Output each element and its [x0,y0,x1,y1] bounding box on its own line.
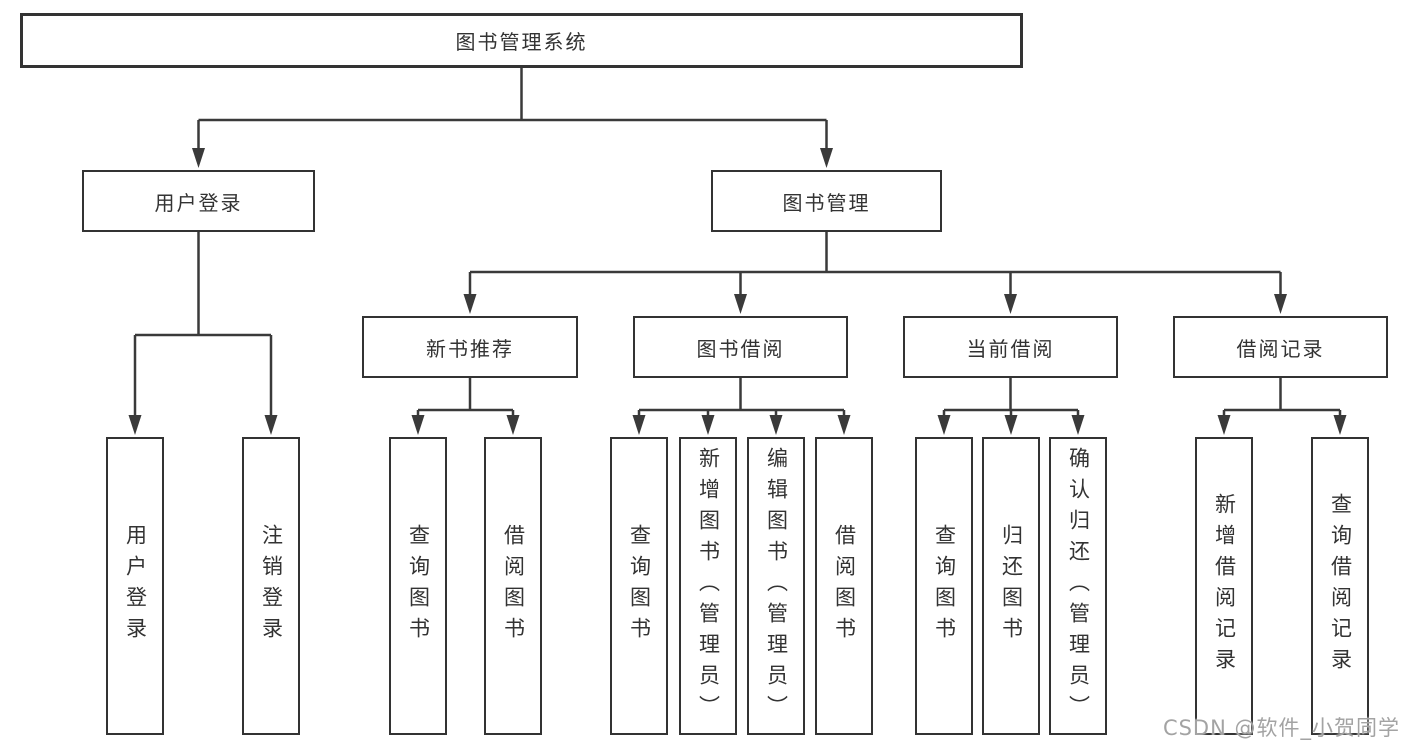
arrowhead-down-icon [1004,294,1017,314]
node-label: 查询图书 [932,524,957,648]
edge-borrowing-records-to-leaves [1217,378,1347,435]
arrowhead-down-icon [1004,415,1018,435]
edge-book-borrowing-to-leaves [632,378,851,435]
node-label: 图书管理系统 [455,30,588,54]
node-label: 借阅图书 [832,524,857,648]
node-label: 新增借阅记录 [1212,493,1237,679]
node-label: 借阅图书 [501,524,526,648]
leaf-query-books-current: 查询图书 [915,437,973,735]
node-label: 借阅记录 [1236,336,1325,361]
arrowhead-down-icon [701,415,715,435]
node-label: 查询借阅记录 [1328,493,1353,679]
leaf-query-books-borrowing: 查询图书 [610,437,668,735]
leaf-add-book-admin: 新增图书（管理员） [679,437,737,735]
edge-root-to-level2 [192,68,833,168]
leaf-edit-book-admin: 编辑图书（管理员） [747,437,805,735]
arrowhead-down-icon [632,415,646,435]
node-borrowing-records: 借阅记录 [1173,316,1388,378]
node-label: 图书借阅 [696,336,785,361]
leaf-query-borrow-record: 查询借阅记录 [1311,437,1369,735]
arrowhead-down-icon [128,415,142,435]
edge-new-book-recommendation-to-leaves [411,378,520,435]
leaf-borrow-books: 借阅图书 [815,437,873,735]
leaf-logout: 注销登录 [242,437,300,735]
edge-book-management-to-level3 [463,232,1287,314]
node-label: 图书管理 [782,190,871,215]
leaf-add-borrow-record: 新增借阅记录 [1195,437,1253,735]
arrowhead-down-icon [820,148,833,168]
arrowhead-down-icon [506,415,520,435]
csdn-watermark: CSDN @软件_小贺同学 [1162,716,1400,740]
edge-user-login-to-leaves [128,232,278,435]
arrowhead-down-icon [1071,415,1085,435]
leaf-return-books: 归还图书 [982,437,1040,735]
arrowhead-down-icon [937,415,951,435]
arrowhead-down-icon [734,294,747,314]
arrowhead-down-icon [769,415,783,435]
node-label: 查询图书 [627,524,652,648]
arrowhead-down-icon [837,415,851,435]
node-label: 新增图书（管理员） [696,446,721,726]
node-label: 编辑图书（管理员） [764,446,789,726]
arrowhead-down-icon [1217,415,1231,435]
leaf-confirm-return-admin: 确认归还（管理员） [1049,437,1107,735]
node-user-login: 用户登录 [82,170,315,232]
node-library-management-system: 图书管理系统 [20,13,1023,68]
node-book-management: 图书管理 [711,170,942,232]
node-label: 归还图书 [999,524,1024,648]
node-label: 当前借阅 [966,336,1055,361]
arrowhead-down-icon [411,415,425,435]
node-label: 确认归还（管理员） [1066,446,1091,726]
node-label: 查询图书 [406,524,431,648]
arrowhead-down-icon [463,294,477,314]
arrowhead-down-icon [1333,415,1347,435]
node-label: 用户登录 [154,190,243,215]
arrowhead-down-icon [192,148,205,168]
arrowhead-down-icon [1274,294,1287,314]
edge-current-borrowing-to-leaves [937,378,1085,435]
node-label: 新书推荐 [426,336,514,361]
node-new-book-recommendation: 新书推荐 [362,316,578,378]
node-label: 用户登录 [123,524,148,648]
node-current-borrowing: 当前借阅 [903,316,1118,378]
leaf-borrow-books-recommendation: 借阅图书 [484,437,542,735]
node-book-borrowing: 图书借阅 [633,316,848,378]
node-label: 注销登录 [259,524,284,648]
arrowhead-down-icon [264,415,278,435]
leaf-user-login: 用户登录 [106,437,164,735]
leaf-query-books-recommendation: 查询图书 [389,437,447,735]
